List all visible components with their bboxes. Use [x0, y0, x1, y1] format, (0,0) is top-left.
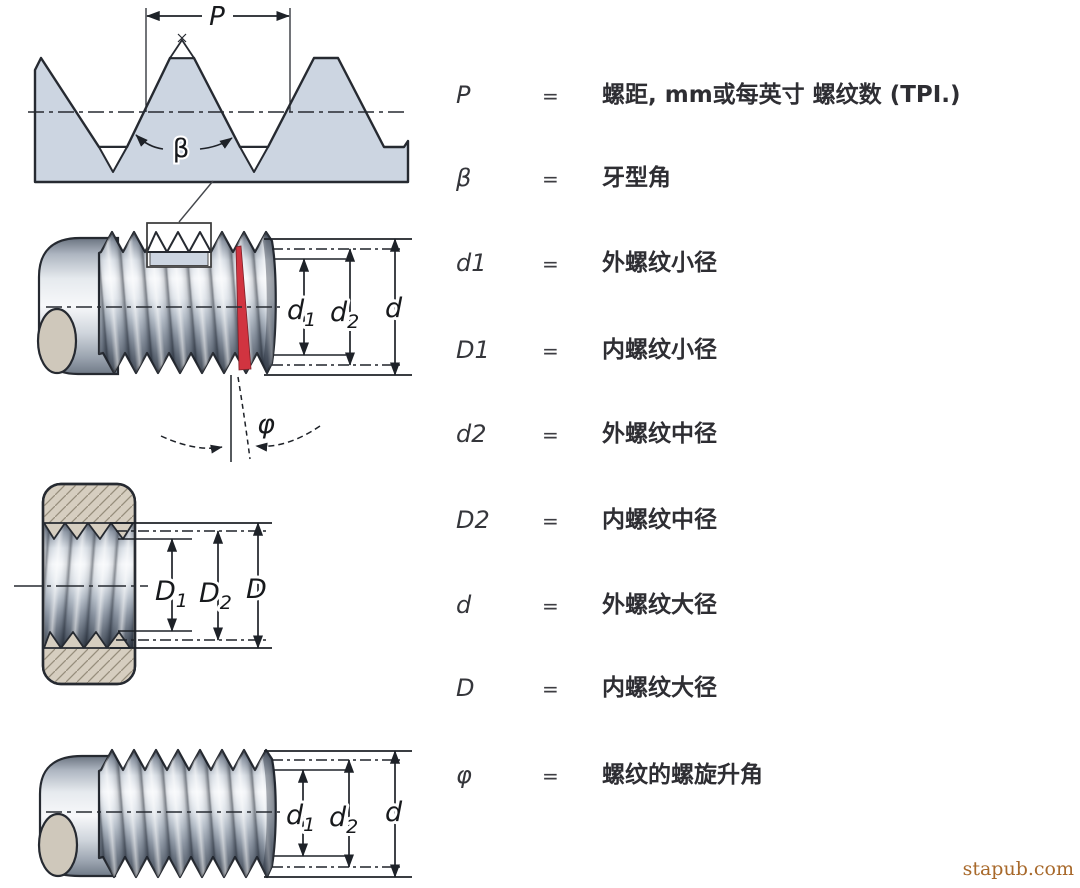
- pitch-diameter-lines: [116, 530, 266, 641]
- thread-profile-diagram: P β: [28, 0, 410, 223]
- legend-symbol: D2: [456, 506, 490, 534]
- minor-diameter-label-d1: d1: [287, 295, 316, 331]
- external-thread-diagram-top: d1 d2 d φ: [36, 222, 412, 462]
- legend-equals: =: [542, 509, 559, 533]
- pitch-label: P: [209, 2, 225, 32]
- pitch-diameter-label-d2: d2: [329, 802, 358, 838]
- minor-diameter-label-d1: d1: [286, 800, 315, 836]
- pitch-diameter-label-D2: D2: [199, 578, 232, 614]
- pitch-diameter-label-d2: d2: [330, 297, 359, 333]
- thread-angle-label: β: [173, 134, 190, 164]
- legend-row: D1 = 内螺纹小径: [456, 333, 1016, 367]
- legend-equals: =: [542, 252, 559, 276]
- legend-description: 螺纹的螺旋升角: [602, 762, 763, 788]
- theoretical-crest-triangle: [169, 39, 195, 59]
- minor-diameter-label-D1: D1: [155, 576, 188, 612]
- legend-row: P = 螺距, mm或每英寸 螺纹数 (TPI.): [456, 78, 1016, 112]
- crest-apex-x-mark: [177, 33, 187, 43]
- legend-row: φ = 螺纹的螺旋升角: [456, 758, 1016, 792]
- helix-angle-flank-line: [237, 376, 251, 460]
- legend-symbol: d2: [456, 420, 487, 448]
- legend-equals: =: [542, 423, 559, 447]
- nut-top-thread-teeth: [43, 522, 134, 540]
- major-diameter-label-d: d: [385, 293, 403, 324]
- callout-material-strip: [149, 252, 209, 266]
- major-diameter-lines: [264, 238, 412, 376]
- legend-description: 牙型角: [602, 165, 671, 191]
- legend-description: 内螺纹小径: [602, 337, 717, 363]
- legend-description: 外螺纹大径: [602, 592, 717, 618]
- thread-profile-shape: [33, 56, 410, 184]
- major-diameter-lines: [110, 522, 272, 649]
- legend-symbol: φ: [456, 761, 472, 789]
- thread-angle-arrow: [135, 134, 164, 150]
- legend-equals: =: [542, 339, 559, 363]
- pitch-extension-lines: [145, 8, 291, 112]
- legend-description: 内螺纹大径: [602, 675, 717, 701]
- legend-row: d1 = 外螺纹小径: [456, 246, 1016, 280]
- helix-angle-arc: [160, 435, 223, 454]
- major-diameter-lines: [264, 750, 412, 878]
- minor-diameter-lines: [274, 769, 346, 857]
- legend-equals: =: [542, 594, 559, 618]
- external-thread-diagram-bottom: d1 d2 d: [37, 748, 412, 879]
- internal-thread-diagram: D1 D2 D: [14, 482, 272, 686]
- legend-description: 外螺纹中径: [602, 421, 717, 447]
- legend-description: 外螺纹小径: [602, 250, 717, 276]
- nut-body-border: [41, 482, 137, 686]
- thread-angle-arrow: [199, 137, 233, 150]
- legend-row: d2 = 外螺纹中径: [456, 417, 1016, 451]
- thread-runout-shade: [263, 750, 276, 877]
- thread-runout-shade: [263, 232, 276, 373]
- major-diameter-label-d: d: [385, 797, 403, 828]
- legend-equals: =: [542, 167, 559, 191]
- legend-equals: =: [542, 677, 559, 701]
- helix-angle-label: φ: [257, 409, 275, 440]
- legend-row: D2 = 内螺纹中径: [456, 503, 1016, 537]
- legend-equals: =: [542, 84, 559, 108]
- legend-symbol: β: [456, 164, 472, 192]
- legend-description: 螺距, mm或每英寸 螺纹数 (TPI.): [602, 82, 961, 108]
- legend-symbol: P: [456, 81, 471, 109]
- legend-equals: =: [542, 764, 559, 788]
- minor-diameter-lines: [274, 258, 346, 356]
- minor-diameter-lines: [118, 538, 192, 632]
- bar-end-face: [37, 812, 79, 878]
- legend-symbol: d1: [456, 249, 487, 277]
- legend-symbol: D: [456, 674, 475, 702]
- profile-callout-border: [146, 222, 212, 268]
- legend-symbol: d: [456, 591, 472, 619]
- thread-ridges-shading: [99, 232, 276, 373]
- legend-row: D = 内螺纹大径: [456, 671, 1016, 705]
- legend-description: 内螺纹中径: [602, 507, 717, 533]
- legend-row: β = 牙型角: [456, 161, 1016, 195]
- thread-ridges-shading: [99, 750, 276, 877]
- watermark: stapub.com: [962, 858, 1074, 880]
- legend-row: d = 外螺纹大径: [456, 588, 1016, 622]
- highlighted-thread-groove: [235, 245, 252, 371]
- theoretical-root-triangle: [98, 146, 128, 173]
- thread-diagrams-illustration: P β d1 d2 d φ: [14, 0, 412, 879]
- callout-thread-teeth: [146, 231, 212, 253]
- legend-symbol: D1: [456, 336, 490, 364]
- major-diameter-label-D: D: [246, 574, 267, 605]
- callout-leader-line: [178, 180, 214, 223]
- theoretical-root-triangle: [239, 146, 269, 173]
- helix-angle-arc: [255, 425, 321, 452]
- bar-end-face: [36, 307, 78, 375]
